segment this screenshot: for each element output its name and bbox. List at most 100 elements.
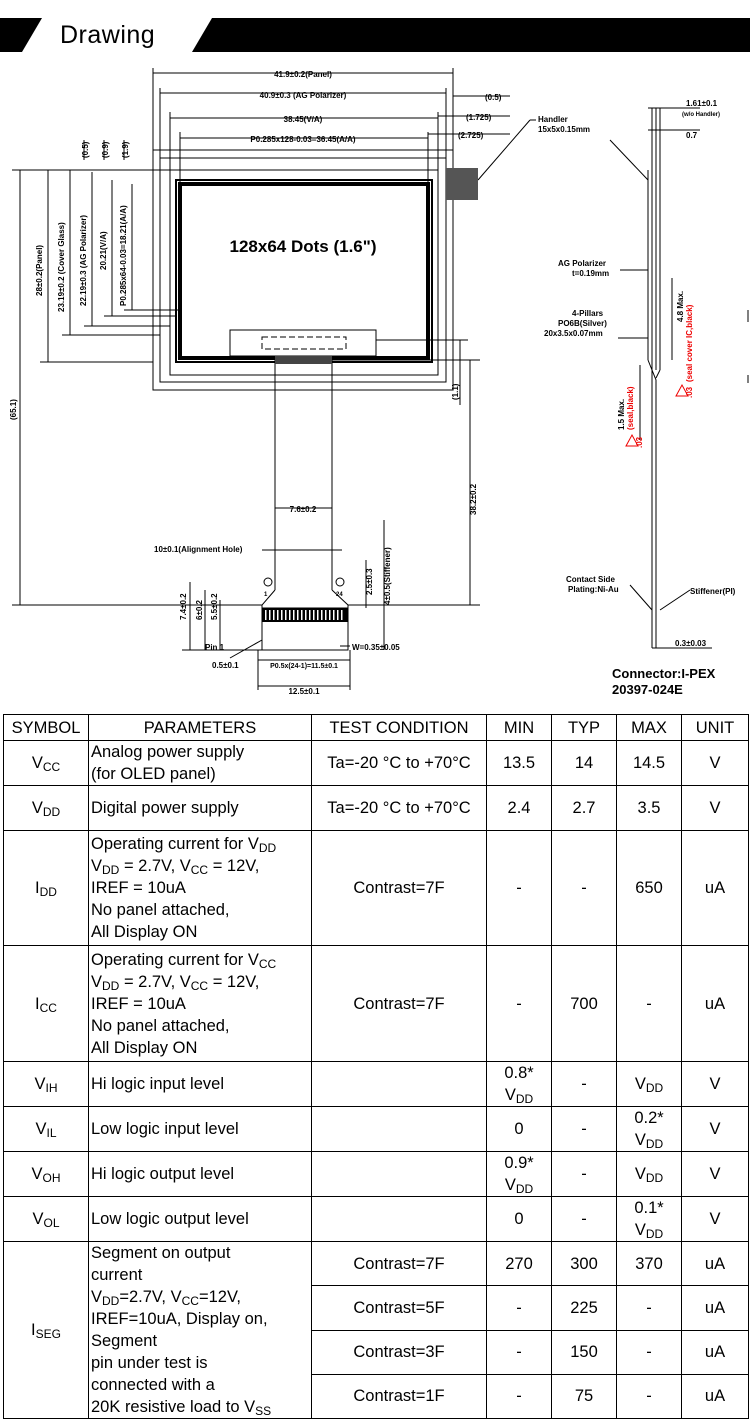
- column-header: MIN: [486, 714, 552, 741]
- cell-typ: 300: [551, 1240, 617, 1287]
- cell-max: 14.5: [616, 740, 682, 786]
- cell-unit: V: [681, 1196, 749, 1242]
- cell-min: -: [486, 1329, 552, 1375]
- cell-symbol: VOL: [3, 1196, 89, 1242]
- section-title: Drawing: [60, 21, 156, 49]
- cell-symbol: VOH: [3, 1151, 89, 1197]
- cell-typ: 225: [551, 1285, 617, 1331]
- dim-aa-width: P0.285x128-0.03=36.45(A/A): [250, 135, 356, 144]
- section-header: Drawing: [0, 18, 750, 52]
- dim-s25: 2.5±0.3: [365, 568, 374, 595]
- dim-v05: (0.5): [81, 141, 90, 158]
- column-header: SYMBOL: [3, 714, 89, 741]
- ag-polarizer-outline: [159, 157, 447, 383]
- cell-max: 0.2*VDD: [616, 1106, 682, 1152]
- plating-label: Plating:Ni-Au: [568, 585, 619, 594]
- max-15: 1.5 Max.: [617, 399, 626, 430]
- pin1-label: Pin 1: [205, 643, 225, 652]
- cell-typ: -: [551, 1196, 617, 1242]
- cell-typ: 14: [551, 740, 617, 786]
- cell-min: 0: [486, 1196, 552, 1242]
- table-row: Contrast=5F-225-uA: [4, 1285, 749, 1331]
- column-header: UNIT: [681, 714, 749, 741]
- dim-cg-height: 23.19±0.2 (Cover Glass): [57, 222, 66, 312]
- cell-symbol: VIH: [3, 1061, 89, 1107]
- cell-symbol: VDD: [3, 785, 89, 831]
- cover-glass-outline: [169, 169, 439, 376]
- pillars-material: PO6B(Silver): [558, 319, 607, 328]
- cell-parameter: Analog power supply(for OLED panel): [88, 740, 312, 786]
- cell-min: -: [486, 830, 552, 946]
- cell-min: 13.5: [486, 740, 552, 786]
- cell-test-condition: Contrast=3F: [311, 1329, 487, 1375]
- cell-test-condition: [311, 1196, 487, 1242]
- cell-symbol: VCC: [3, 740, 89, 786]
- ag-thickness: t=0.19mm: [572, 269, 609, 278]
- dim-v19: (1.9): [121, 141, 130, 158]
- dim-off-11: (1.1): [451, 383, 460, 400]
- dim-va-width: 38.45(V/A): [284, 115, 323, 124]
- cell-symbol: ISEG: [3, 1241, 89, 1419]
- cell-test-condition: Contrast=7F: [311, 830, 487, 946]
- cell-unit: V: [681, 1061, 749, 1107]
- cell-typ: 700: [551, 945, 617, 1062]
- cell-unit: uA: [681, 1373, 749, 1420]
- cell-min: -: [486, 1373, 552, 1420]
- seal-ic-label: (seal cover IC,black): [685, 304, 694, 382]
- dim-panel-height: 28±0.2(Panel): [35, 245, 44, 296]
- dim-s74: 7.4±0.2: [179, 593, 188, 620]
- cell-unit: V: [681, 1106, 749, 1152]
- cell-unit: uA: [681, 1240, 749, 1287]
- handler-label: Handler: [538, 115, 568, 124]
- cell-test-condition: [311, 1061, 487, 1107]
- cell-test-condition: Ta=-20 °C to +70°C: [311, 740, 487, 786]
- cell-unit: uA: [681, 1329, 749, 1375]
- viewing-area: [175, 179, 433, 363]
- warning-triangle-icon: [675, 383, 689, 397]
- dim-va-height: 20.21(V/A): [99, 231, 108, 270]
- active-area: [178, 182, 430, 360]
- cell-test-condition: Ta=-20 °C to +70°C: [311, 785, 487, 831]
- cell-parameter: Low logic input level: [88, 1106, 312, 1152]
- cell-parameter: Low logic output level: [88, 1196, 312, 1242]
- dim-panel-width: 41.9±0.2(Panel): [274, 70, 332, 79]
- alignment-hole-right: [335, 577, 345, 587]
- panel-outline: [152, 149, 454, 391]
- table-header-row: SYMBOL PARAMETERS TEST CONDITION MIN TYP…: [3, 714, 749, 741]
- side-07: 0.7: [686, 131, 698, 140]
- connector-part-number: 20397-024E: [612, 682, 683, 697]
- table-row: Contrast=1F-75-uA: [4, 1373, 749, 1420]
- alignment-hole-left: [263, 577, 273, 587]
- dim-off-2725: (2.725): [458, 131, 484, 140]
- cell-min: 0: [486, 1106, 552, 1152]
- section-header-tab: [22, 18, 212, 52]
- dim-aa-height: P0.285x64-0.03=18.21(A/A): [119, 205, 128, 306]
- dim-w035: W=0.35±0.05: [352, 643, 400, 652]
- column-header: MAX: [616, 714, 682, 741]
- cell-unit: V: [681, 740, 749, 786]
- cell-test-condition: [311, 1106, 487, 1152]
- dim-s05: 0.5±0.1: [212, 661, 239, 670]
- dim-s55: 5.5±0.2: [210, 593, 219, 620]
- dim-pitch: P0.5x(24-1)=11.5±0.1: [270, 663, 338, 670]
- cell-test-condition: Contrast=7F: [311, 1240, 487, 1287]
- cell-test-condition: Contrast=1F: [311, 1373, 487, 1420]
- cell-typ: -: [551, 1061, 617, 1107]
- max-48: 4.8 Max.: [676, 291, 685, 322]
- fpc-bond: [275, 356, 332, 364]
- column-header: TYP: [551, 714, 617, 741]
- dim-ag-width: 40.9±0.3 (AG Polarizer): [260, 91, 347, 100]
- cell-max: -: [616, 1373, 682, 1420]
- cell-unit: uA: [681, 945, 749, 1062]
- cell-test-condition: Contrast=7F: [311, 945, 487, 1062]
- connector-label: Connector:I-PEX: [612, 666, 716, 681]
- handler-block: [446, 168, 478, 200]
- side-161: 1.61±0.1: [686, 99, 718, 108]
